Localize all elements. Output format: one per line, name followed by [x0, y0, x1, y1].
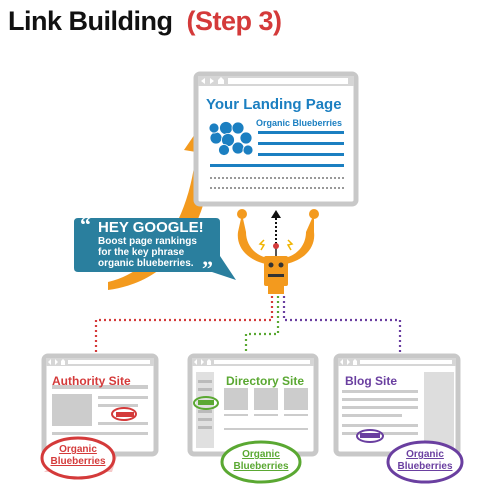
authority-site-title: Authority Site — [52, 374, 131, 388]
blog-site-window — [333, 353, 461, 457]
anchor-line: Organic — [59, 444, 97, 455]
nav-arrows-icon — [201, 78, 214, 84]
bubble-line: organic blueberries. — [98, 258, 194, 269]
open-quote: “ — [80, 212, 91, 237]
landing-page-title: Your Landing Page — [206, 96, 342, 113]
anchor-line: Blueberries — [50, 456, 106, 467]
bubble-line: Boost page rankings — [98, 236, 197, 247]
oval-purple — [386, 440, 464, 484]
close-quote: ” — [202, 256, 213, 281]
robot-signal-arrow — [271, 210, 281, 244]
bubble-body: Boost page rankings for the key phrase o… — [98, 236, 197, 269]
landing-page-window — [193, 71, 359, 207]
oval-red — [40, 436, 116, 480]
page-title: Link Building (Step 3) — [8, 6, 282, 37]
connector-red — [94, 296, 274, 356]
landing-page-subtitle: Organic Blueberries — [256, 118, 343, 128]
title-main: Link Building — [8, 6, 173, 36]
bubble-heading: HEY GOOGLE! — [98, 219, 204, 236]
anchor-line: Organic — [242, 449, 280, 460]
robot-icon — [237, 209, 319, 294]
authority-anchor-text: Organic Blueberries — [44, 444, 112, 468]
blog-site-title: Blog Site — [345, 374, 398, 388]
blueberries-icon — [208, 121, 254, 156]
title-step: (Step 3) — [186, 6, 282, 36]
anchor-line: Blueberries — [233, 461, 289, 472]
speech-bubble — [74, 218, 236, 280]
directory-site-window — [187, 353, 319, 457]
connector-lines — [94, 296, 402, 356]
blog-anchor-text: Organic Blueberries — [392, 449, 458, 473]
anchor-line: Blueberries — [397, 461, 453, 472]
authority-site-window — [41, 353, 159, 457]
directory-site-title: Directory Site — [226, 374, 305, 388]
oval-green — [220, 440, 302, 484]
bubble-line: for the key phrase — [98, 247, 185, 258]
directory-anchor-text: Organic Blueberries — [224, 449, 298, 473]
connector-green — [244, 296, 280, 356]
connector-purple — [282, 296, 402, 356]
home-icon — [218, 77, 224, 84]
anchor-line: Organic — [406, 449, 444, 460]
